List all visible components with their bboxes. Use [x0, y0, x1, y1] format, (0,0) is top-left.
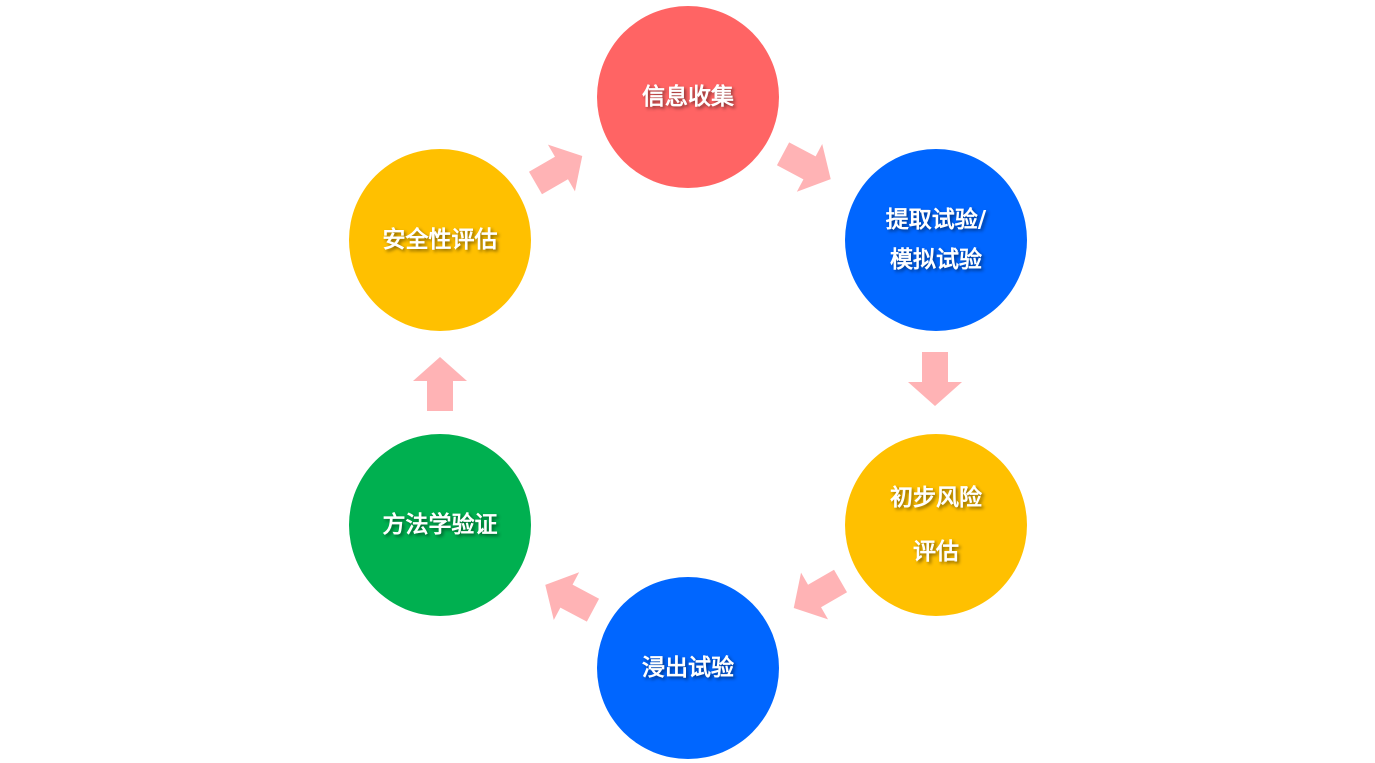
- node-label: 初步风险: [890, 485, 982, 511]
- node-info-collection: 信息收集: [597, 6, 779, 188]
- node-label: 评估: [913, 539, 959, 565]
- node-preliminary-risk: 初步风险 评估: [845, 434, 1027, 616]
- node-leaching: 浸出试验: [597, 577, 779, 759]
- arrow-1-to-2: [770, 129, 844, 203]
- node-extraction-simulation: 提取试验/ 模拟试验: [845, 149, 1027, 331]
- arrow-4-to-5: [532, 561, 606, 635]
- node-label: 信息收集: [642, 84, 734, 110]
- node-label: 浸出试验: [642, 655, 734, 681]
- arrow-2-to-3: [908, 352, 962, 406]
- node-label: 提取试验/: [885, 207, 987, 233]
- arrow-5-to-6: [413, 357, 467, 411]
- arrow-3-to-4: [780, 557, 855, 632]
- node-label: 安全性评估: [382, 227, 498, 253]
- node-safety-assessment: 安全性评估: [349, 149, 531, 331]
- node-label: 方法学验证: [382, 512, 498, 538]
- node-label: 模拟试验: [890, 247, 982, 273]
- node-method-validation: 方法学验证: [349, 434, 531, 616]
- arrow-6-to-1: [521, 132, 596, 207]
